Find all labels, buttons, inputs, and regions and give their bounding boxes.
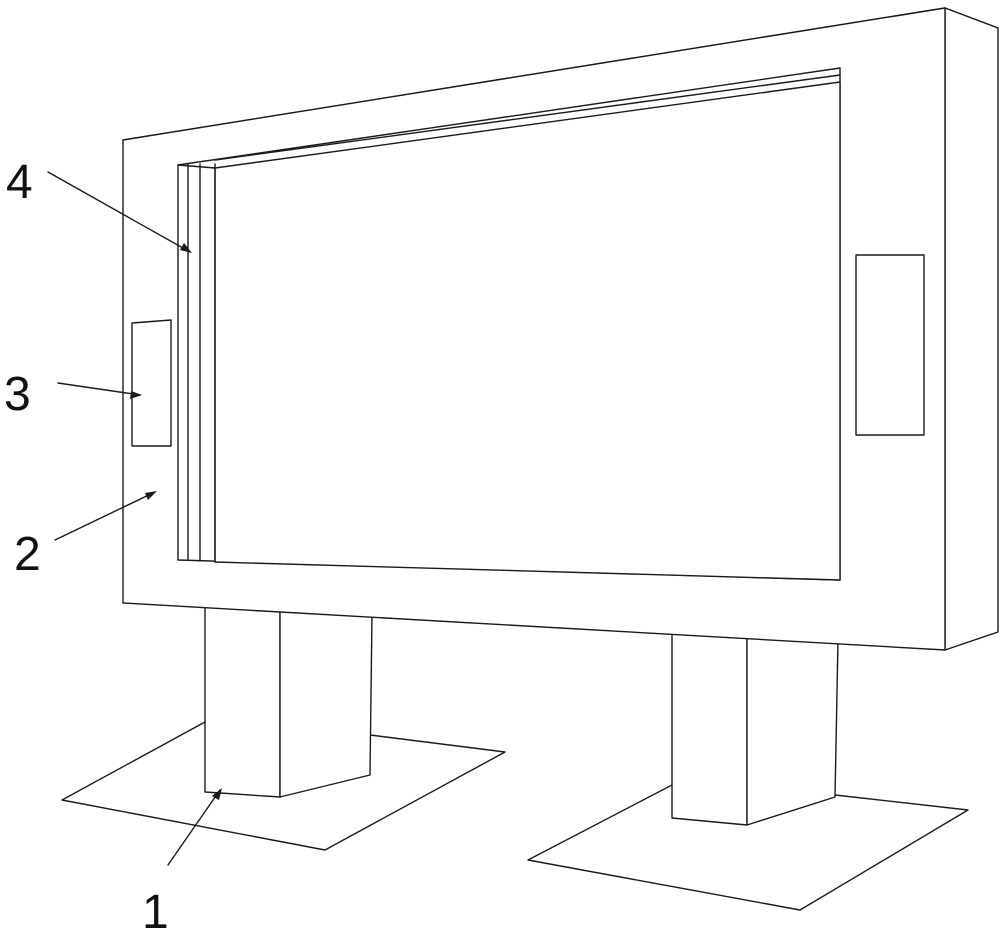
leader-line-4 [47, 171, 192, 253]
leader-line-2 [54, 491, 157, 541]
screen-inner-panel [214, 81, 841, 581]
label-2: 2 [14, 528, 41, 581]
left-side-panel [131, 319, 172, 447]
frame-side-face [944, 7, 999, 651]
right-side-panel [855, 254, 925, 436]
display-screen [177, 67, 841, 581]
label-3: 3 [4, 368, 31, 421]
left-leg [204, 604, 373, 798]
left-base-plate [61, 721, 506, 851]
label-1: 1 [142, 886, 169, 934]
right-base-plate [527, 784, 969, 911]
right-leg [671, 629, 839, 826]
leader-line-1 [167, 788, 222, 866]
leader-line-3 [57, 382, 142, 399]
label-4: 4 [6, 156, 33, 209]
